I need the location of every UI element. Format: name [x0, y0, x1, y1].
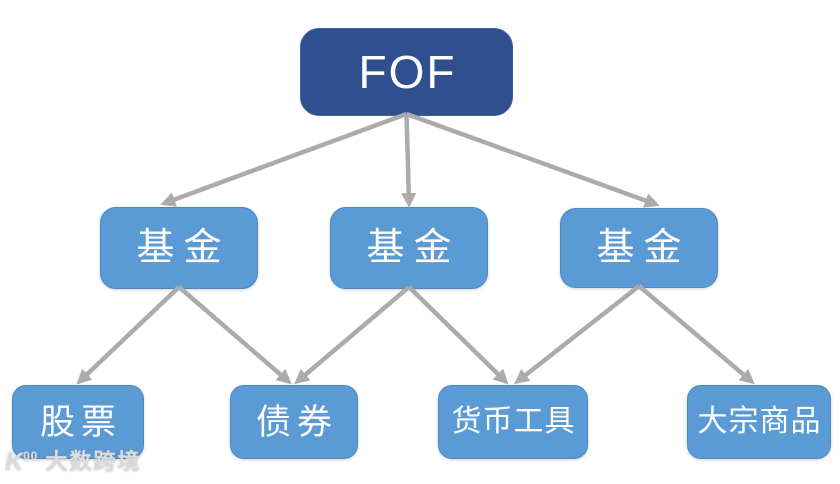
node-bonds: 债券	[230, 385, 358, 459]
node-commodities: 大宗商品	[687, 385, 831, 459]
node-fund-2: 基金	[330, 207, 488, 289]
node-fund-1: 基金	[100, 207, 258, 289]
node-money-tools: 货币工具	[438, 385, 588, 459]
node-fof: FOF	[300, 28, 513, 116]
node-fund-3: 基金	[560, 208, 718, 288]
node-stocks: 股票	[12, 385, 144, 459]
